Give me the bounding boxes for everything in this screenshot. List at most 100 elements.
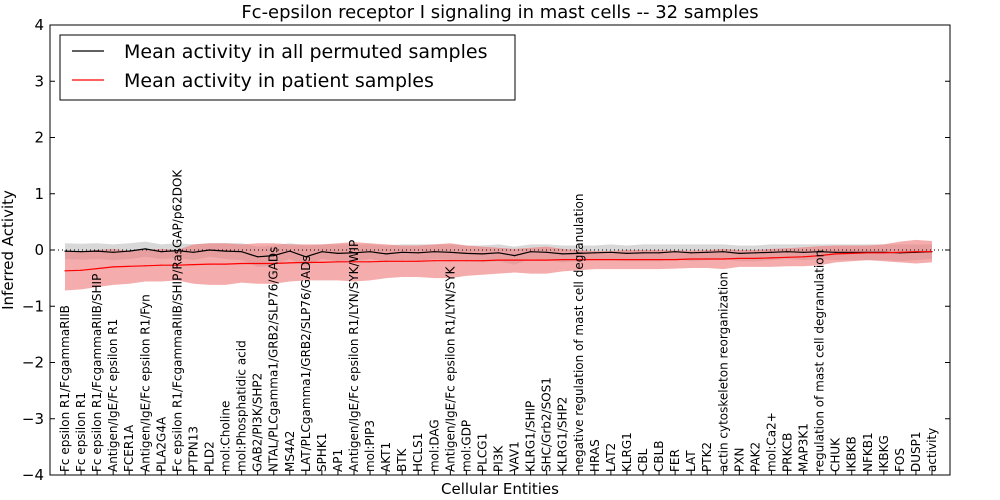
x-tick-label: CHUK [829, 437, 843, 472]
x-tick-label: CBLB [652, 440, 666, 472]
series-1-point [626, 258, 628, 261]
x-axis-label: Cellular Entities [441, 480, 559, 498]
series-1-point [786, 256, 789, 258]
y-tick-label: −4 [22, 466, 44, 484]
series-0-point [594, 252, 596, 254]
x-tick-label: AKT1 [379, 442, 393, 472]
x-tick-label: PAK2 [748, 442, 762, 472]
x-tick-label: NFKB1 [861, 432, 875, 472]
x-tick-label: MAP3K1 [797, 423, 811, 472]
y-tick-label: 3 [34, 72, 44, 90]
series-1-point [530, 259, 532, 261]
x-tick-label: mol:PIP3 [363, 420, 377, 472]
series-1-point [481, 260, 484, 262]
x-tick-label: FOS [893, 448, 907, 472]
x-tick-label: AP1 [331, 449, 345, 472]
series-1-point [176, 264, 178, 266]
series-0-point [497, 252, 500, 254]
x-tick-label: SPHK1 [315, 433, 329, 472]
y-tick-label: −1 [22, 297, 44, 315]
x-tick-label: mol:Choline [219, 401, 233, 472]
series-1-point [738, 257, 740, 260]
series-1-point [369, 261, 371, 263]
series-0-point [802, 251, 805, 253]
series-0-point [96, 250, 98, 252]
x-tick-label: PTK2 [700, 442, 714, 472]
x-tick-label: LAT [684, 450, 698, 472]
series-1-point [385, 260, 387, 262]
series-1-point [883, 252, 885, 254]
x-tick-label: PTPN13 [186, 426, 200, 472]
series-1-point [64, 270, 66, 272]
series-1-point [658, 258, 660, 261]
x-tick-label: Antigen/IgE/Fc epsilon R1 [106, 319, 120, 472]
series-0-point [160, 251, 162, 253]
series-0-point [562, 253, 564, 255]
x-tick-label: SHC/Grb2/SOS1 [540, 377, 554, 472]
series-1-point [915, 251, 917, 253]
x-tick-label: GAB2/PI3K/SHP2 [251, 373, 265, 472]
series-1-point [128, 265, 130, 267]
x-tick-label: IKBKG [877, 435, 891, 472]
series-0-point [530, 251, 532, 253]
x-tick-label: actin cytoskeleton reorganization [716, 272, 730, 472]
x-tick-label: activity [925, 428, 939, 472]
y-tick-label: 1 [34, 185, 44, 203]
chart-title: Fc-epsilon receptor I signaling in mast … [241, 2, 758, 23]
series-1-point [497, 259, 500, 261]
x-tick-label: DUSP1 [909, 431, 923, 472]
legend-label-patient: Mean activity in patient samples [124, 70, 434, 92]
series-1-point [610, 258, 612, 261]
x-tick-label: LAT/PLCgamma1/GRB2/SLP76/GADs [299, 255, 313, 472]
series-0-point [257, 256, 259, 258]
x-tick-label: LAT2 [604, 443, 618, 472]
series-1-point [706, 258, 708, 260]
series-0-point [417, 252, 419, 254]
series-0-point [80, 251, 82, 253]
series-1-point [867, 252, 869, 254]
y-tick-label: 4 [34, 16, 44, 34]
series-1-point [931, 251, 933, 253]
series-1-point [690, 258, 692, 260]
series-0-point [305, 256, 307, 258]
series-1-point [851, 252, 853, 254]
series-0-point [786, 251, 789, 253]
series-0-point [321, 251, 323, 253]
x-tick-label: PLD2 [203, 441, 217, 472]
series-0-point [369, 251, 371, 253]
series-1-point [770, 257, 773, 259]
series-1-point [401, 260, 403, 262]
series-1-point [465, 260, 467, 262]
y-axis-label: Inferred Activity [0, 190, 17, 310]
series-0-point [144, 248, 146, 250]
series-1-point [819, 255, 821, 257]
y-tick-label: 0 [34, 241, 44, 259]
series-0-point [658, 252, 660, 254]
series-0-point [433, 251, 435, 253]
x-tick-label: mol:DAG [427, 419, 441, 472]
x-tick-label: Antigen/IgE/Fc epsilon R1/Fyn [138, 294, 152, 472]
x-tick-label: mol:Ca2+ [764, 412, 778, 472]
x-tick-label: negative regulation of mast cell degranu… [572, 193, 586, 472]
series-0-point [241, 251, 243, 253]
series-0-point [851, 251, 853, 253]
series-1-point [562, 258, 564, 261]
series-0-point [481, 253, 484, 255]
series-1-point [594, 258, 596, 261]
series-1-point [513, 259, 516, 261]
series-1-point [192, 264, 195, 266]
series-0-point [353, 252, 355, 254]
x-tick-label: FER [668, 449, 682, 472]
plot-area [50, 239, 950, 291]
x-tick-label: Fc epsilon R1/FcgammaRIIB/SHIP/RasGAP/p6… [170, 169, 184, 472]
series-1-point [241, 262, 243, 265]
series-1-point [353, 261, 355, 263]
series-0-point [690, 252, 692, 254]
series-1-point [754, 257, 756, 260]
series-0-point [112, 251, 114, 253]
legend-box [59, 34, 516, 101]
series-0-point [273, 255, 275, 257]
series-0-point [465, 252, 467, 254]
